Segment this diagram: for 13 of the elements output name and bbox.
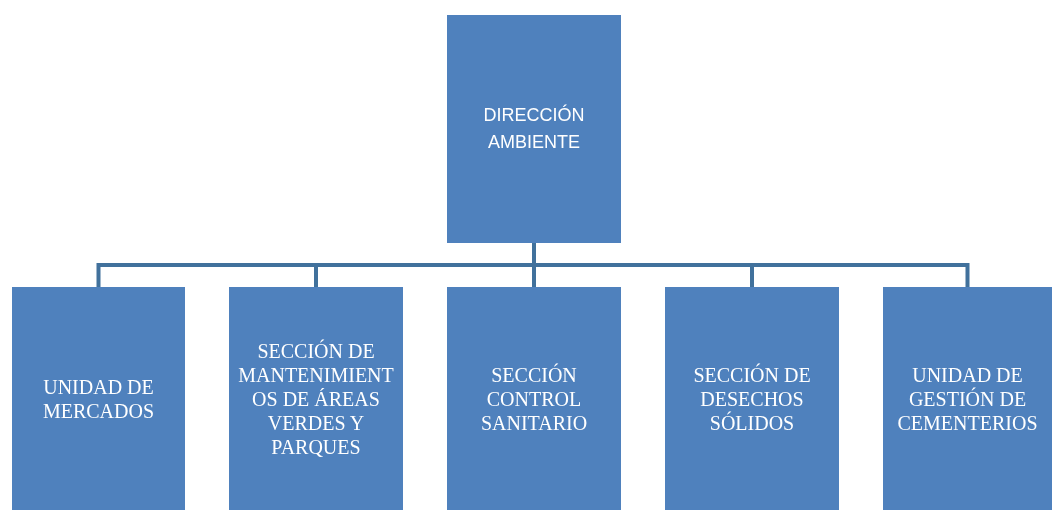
box-label: SECCIÓN CONTROL SANITARIO (479, 362, 589, 435)
box-label: SECCIÓN DE DESECHOS SÓLIDOS (692, 362, 812, 435)
org-box (447, 287, 621, 510)
box-label: UNIDAD DE GESTIÓN DE CEMENTERIOS (896, 362, 1039, 435)
org-box (229, 287, 403, 510)
box-label: UNIDAD DE MERCADOS (41, 374, 156, 423)
org-box (447, 15, 621, 243)
org-box (883, 287, 1052, 510)
connector-line (532, 243, 970, 287)
box-label: DIRECCIÓN AMBIENTE (482, 103, 586, 154)
box-label: SECCIÓN DE MANTENIMIENTOS DE ÁREAS VERDES Y PARQUES (237, 338, 395, 459)
org-box (12, 287, 185, 510)
org-box (665, 287, 839, 510)
